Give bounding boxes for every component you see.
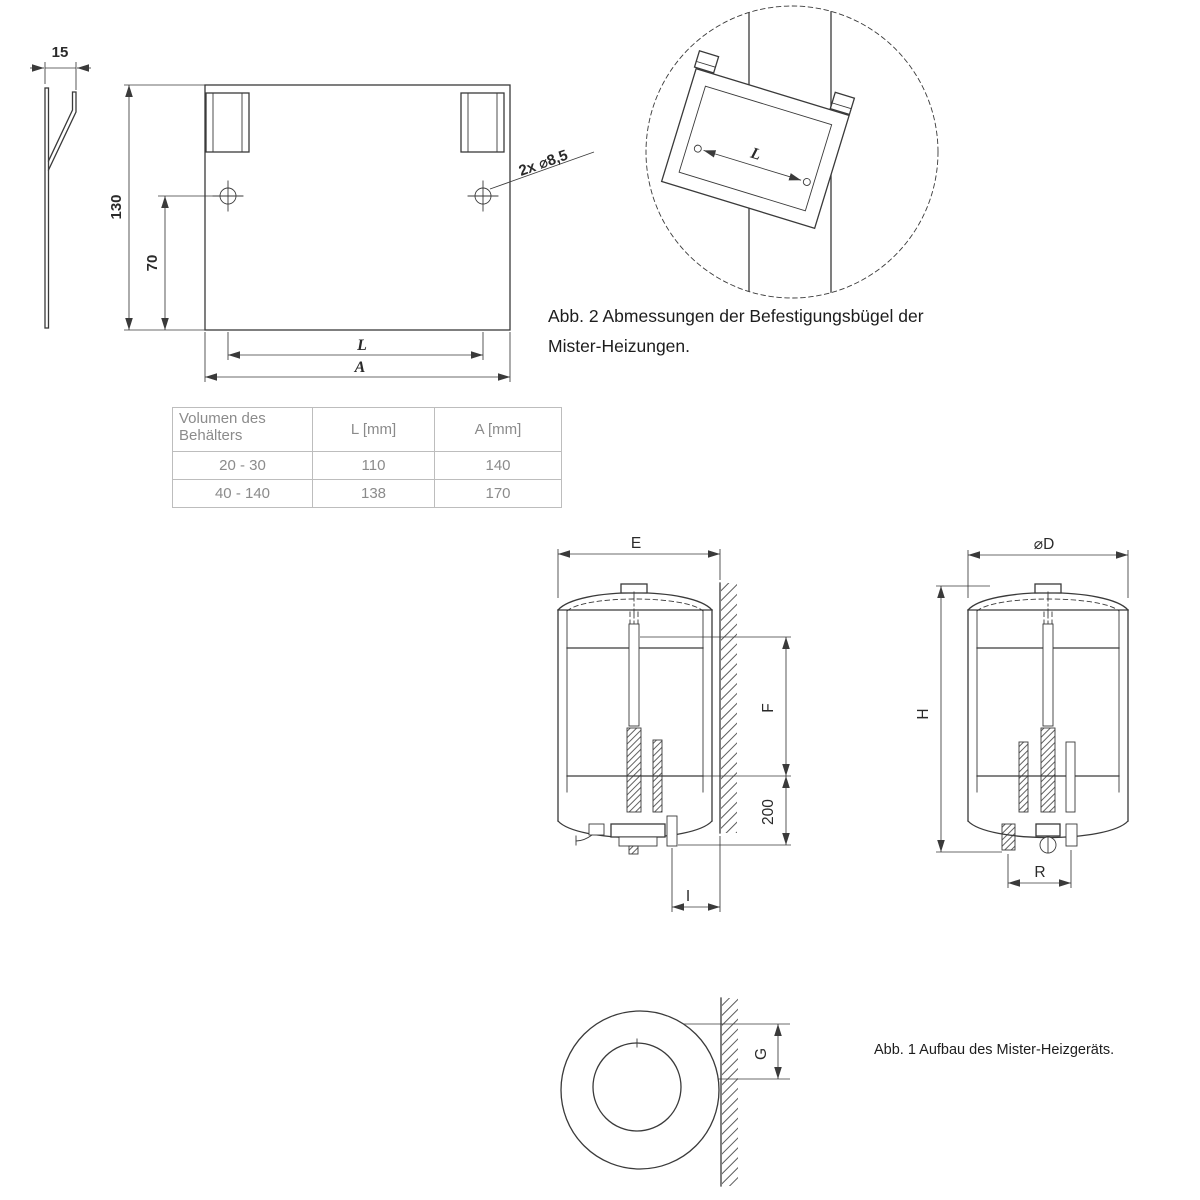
dim-200-label: 200 bbox=[760, 799, 777, 825]
element-flange bbox=[610, 823, 666, 838]
dim-R-label: R bbox=[1034, 864, 1045, 881]
anode-tube bbox=[1018, 741, 1029, 813]
dim-R: R bbox=[1007, 850, 1072, 888]
fig1-caption: Abb. 1 Aufbau des Mister-Heizgeräts. bbox=[874, 1042, 1115, 1058]
dim-G-label: G bbox=[753, 1048, 770, 1060]
holes-note: 2x ⌀8,5 bbox=[489, 147, 595, 190]
dim-I-label: I bbox=[686, 888, 690, 905]
dim-D-label: ⌀D bbox=[1034, 536, 1055, 553]
bracket-tab-right bbox=[460, 92, 505, 153]
cell-a: 140 bbox=[434, 451, 562, 480]
bracket-dimensions-table: Volumen des Behälters L [mm] A [mm] 20 -… bbox=[172, 407, 562, 508]
heater-side-view: ⌀D H R bbox=[915, 536, 1129, 888]
heating-element bbox=[626, 727, 642, 813]
element-flange bbox=[1035, 823, 1061, 837]
wall-hatch bbox=[721, 583, 737, 833]
col-header-l: L [mm] bbox=[312, 407, 435, 452]
bracket-side-view: 15 bbox=[30, 44, 91, 329]
col-header-a: A [mm] bbox=[434, 407, 562, 452]
table-row: 20 - 30 110 140 bbox=[172, 451, 562, 480]
bracket-front-view: 130 70 L A bbox=[108, 84, 595, 382]
outlet-tube bbox=[1065, 741, 1076, 813]
bracket-hook-profile bbox=[47, 91, 77, 171]
bracket-plate bbox=[204, 84, 511, 331]
iso-dim-length-label: L bbox=[748, 144, 763, 163]
drain-valve bbox=[575, 823, 605, 846]
table-row: 40 - 140 138 170 bbox=[172, 479, 562, 508]
bracket-tab-left bbox=[205, 92, 250, 153]
dim-depth: 15 bbox=[30, 44, 91, 90]
dim-D: ⌀D bbox=[967, 536, 1129, 598]
thermostat-tube bbox=[1042, 623, 1054, 727]
iso-hook-right bbox=[829, 91, 856, 116]
iso-hook-left bbox=[693, 50, 720, 74]
dim-E: E bbox=[557, 535, 721, 598]
dim-hole-spacing: L bbox=[227, 332, 484, 360]
iso-hole-right bbox=[802, 178, 811, 186]
dim-hole-spacing-label: L bbox=[356, 337, 367, 354]
heater-front-view: E F 200 I bbox=[557, 535, 791, 912]
dim-height-label: 130 bbox=[108, 194, 125, 219]
dim-E-label: E bbox=[631, 535, 641, 552]
iso-hole-left bbox=[693, 144, 702, 153]
table-header-row: Volumen des Behälters L [mm] A [mm] bbox=[172, 407, 562, 452]
holes-note-label: 2x ⌀8,5 bbox=[517, 147, 571, 180]
cell-a: 170 bbox=[434, 479, 562, 508]
wall-hatch bbox=[722, 998, 738, 1186]
dim-width: A bbox=[204, 332, 511, 382]
detail-circle bbox=[645, 5, 939, 299]
cell-volume: 40 - 140 bbox=[172, 479, 313, 508]
col-header-volume: Volumen des Behälters bbox=[172, 407, 313, 452]
dim-200: 200 bbox=[678, 776, 791, 846]
thermostat-tube bbox=[628, 623, 640, 727]
dim-height: 130 bbox=[108, 84, 205, 331]
fig2-caption: Abb. 2 Abmessungen der Befestigungsbügel… bbox=[548, 306, 924, 356]
cell-volume: 20 - 30 bbox=[172, 451, 313, 480]
bracket-strip bbox=[44, 87, 50, 329]
dim-F-label: F bbox=[760, 703, 777, 712]
port-left bbox=[1001, 823, 1016, 851]
bracket-iso-view: L bbox=[645, 5, 939, 299]
port-right bbox=[1065, 823, 1078, 847]
iso-bracket-plate: L bbox=[660, 50, 856, 230]
dim-H: H bbox=[915, 585, 1002, 853]
dim-H-label: H bbox=[915, 708, 932, 719]
mounting-hole-right bbox=[467, 180, 499, 212]
dim-depth-label: 15 bbox=[52, 44, 69, 61]
dim-hole-offset: 70 bbox=[144, 195, 214, 330]
dim-G: G bbox=[683, 1023, 790, 1080]
dim-width-label: A bbox=[354, 359, 366, 376]
heating-element bbox=[1040, 727, 1056, 813]
cell-l: 138 bbox=[312, 479, 435, 508]
heater-top-view: G bbox=[560, 997, 790, 1187]
tank-outline bbox=[560, 1010, 720, 1170]
mounting-hole-left bbox=[212, 180, 244, 212]
tank-inner-circle bbox=[592, 1042, 682, 1132]
dim-I: I bbox=[671, 836, 721, 912]
dim-F: F bbox=[640, 636, 791, 777]
water-connection bbox=[666, 815, 678, 847]
cell-l: 110 bbox=[312, 451, 435, 480]
dim-hole-offset-label: 70 bbox=[144, 255, 161, 272]
